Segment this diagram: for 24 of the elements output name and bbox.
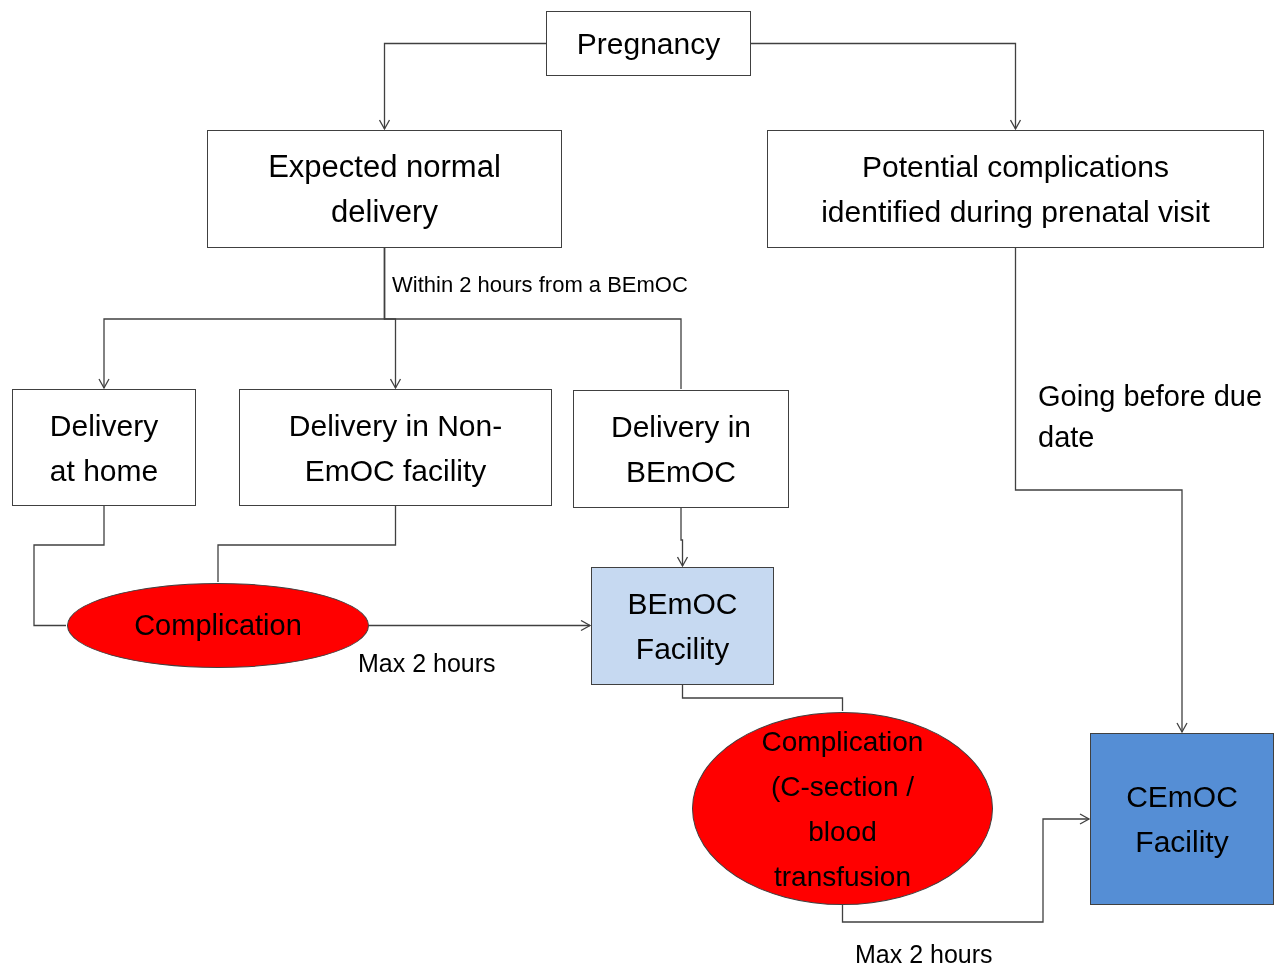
connector-arrow	[676, 507, 689, 567]
facility-box	[1090, 733, 1274, 905]
node-label: BEmOC Facility	[626, 586, 739, 667]
node-label: Delivery at home	[48, 407, 160, 489]
connector-arrow	[1014, 247, 1188, 733]
connector-arrow	[378, 42, 547, 130]
process-box	[546, 11, 751, 76]
connector-arrow	[750, 42, 1022, 130]
node-label: Delivery in Non-EmOC facility	[287, 407, 504, 489]
process-box	[12, 389, 196, 506]
node-label: Complication (C-section / blood transfusion	[760, 724, 925, 894]
node-label: CEmOC Facility	[1125, 779, 1239, 860]
node-label: Expected normal delivery	[267, 148, 502, 231]
process-box	[207, 130, 562, 248]
facility-box	[591, 567, 774, 685]
node-label: Potential complications identified during prenatal visit	[820, 149, 1211, 230]
node-label: Complication	[134, 608, 302, 643]
connector-arrow	[368, 619, 591, 632]
process-box	[239, 389, 552, 506]
node-label: Pregnancy	[576, 26, 721, 62]
node-label: Delivery in BEmOC	[609, 409, 752, 490]
process-box	[573, 390, 789, 508]
connector-arrow	[841, 813, 1090, 923]
process-box	[767, 130, 1264, 248]
